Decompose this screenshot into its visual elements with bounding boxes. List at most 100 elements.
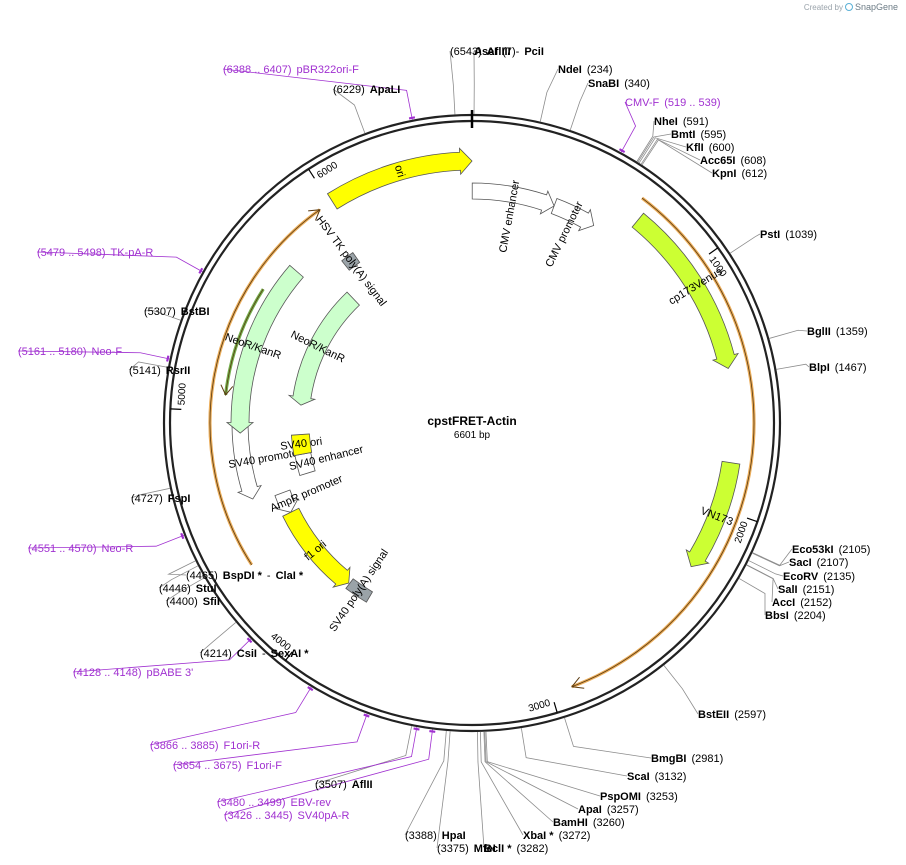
- site-acci[interactable]: AccI(2152): [772, 597, 832, 609]
- site-bglii[interactable]: BglII(1359): [807, 326, 868, 338]
- feature-cmv-enhancer[interactable]: [471, 182, 555, 215]
- site-nhei[interactable]: NheI(591): [654, 116, 709, 128]
- site-scai[interactable]: ScaI(3132): [627, 771, 686, 783]
- site-eco53ki[interactable]: Eco53kI(2105): [792, 544, 870, 556]
- site-fspi-leader: [130, 487, 171, 499]
- site-bspdi-clai-name1: BspDI *: [223, 570, 263, 582]
- credit-brand: SnapGene: [854, 2, 898, 12]
- site-afliii-pcii-leader: [449, 50, 456, 115]
- orf-arrowhead: [308, 209, 321, 221]
- site-apai-name: ApaI: [578, 804, 602, 816]
- site-scai-leader: [520, 727, 628, 777]
- site-ecorv[interactable]: EcoRV(2135): [783, 571, 855, 583]
- feature-cmv-promoter[interactable]: [550, 198, 595, 232]
- primer-sv40pa-r-binding-mark: [429, 729, 436, 733]
- primer-f1ori-f-binding-mark: [363, 713, 370, 718]
- site-acci-leader: [746, 564, 774, 603]
- orf-arrowhead: [570, 676, 585, 689]
- primer-neo-f[interactable]: (5161 .. 5180)Neo-F: [18, 346, 122, 358]
- primer-neo-f-binding-mark: [166, 355, 170, 362]
- site-acc65i[interactable]: Acc65I(608): [700, 155, 766, 167]
- site-bmti[interactable]: BmtI(595): [671, 129, 726, 141]
- site-afliii-pcii[interactable]: (6543)AflIII-PciI: [450, 46, 544, 58]
- primer-sv40pa-r-leader: [223, 729, 433, 816]
- primer-f1ori-r[interactable]: (3866 .. 3885)F1ori-R: [150, 740, 260, 752]
- feature-ampr-promoter[interactable]: [274, 489, 299, 513]
- site-bbsi[interactable]: BbsI(2204): [765, 610, 826, 622]
- site-bstbi-name: BstBI: [181, 306, 210, 318]
- site-sfii[interactable]: (4400)SfiI: [166, 596, 220, 608]
- feature-f1-ori[interactable]: [282, 507, 351, 588]
- site-kpni-leader: [641, 139, 713, 174]
- feature-vn173[interactable]: [685, 460, 741, 568]
- site-fspi[interactable]: (4727)FspI: [131, 493, 190, 505]
- primer-sv40pa-r[interactable]: (3426 .. 3445)SV40pA-R: [224, 810, 350, 822]
- feature-cp173venus[interactable]: [631, 212, 739, 370]
- site-mfei-leader: [436, 731, 451, 849]
- site-bspdi-clai[interactable]: (4465)BspDI *-ClaI *: [186, 570, 304, 582]
- site-blpi[interactable]: BlpI(1467): [809, 362, 867, 374]
- primer-pbabe-3[interactable]: (4128 .. 4148)pBABE 3': [73, 667, 193, 679]
- site-ndei[interactable]: NdeI(234): [558, 64, 613, 76]
- primer-f1ori-f[interactable]: (3654 .. 3675)F1ori-F: [173, 760, 282, 772]
- primer-neo-r[interactable]: (4551 .. 4570)Neo-R: [28, 543, 133, 555]
- feature-neor-kanr[interactable]: [287, 291, 360, 406]
- site-mfei[interactable]: (3375)MfeI: [437, 843, 496, 855]
- site-bamhi-leader: [483, 731, 554, 823]
- tick-mark: [284, 651, 293, 661]
- site-nhei-pos: (591): [683, 116, 709, 128]
- primer-f1ori-f-leader: [172, 713, 368, 766]
- site-asei[interactable]: AseI(7): [474, 46, 516, 58]
- site-hpai[interactable]: (3388)HpaI: [405, 830, 466, 842]
- site-xbai[interactable]: XbaI *(3272): [523, 830, 590, 842]
- site-bsteii[interactable]: BstEII(2597): [698, 709, 766, 721]
- site-rsrii[interactable]: (5141)RsrII: [129, 365, 190, 377]
- primer-tk-pa-r[interactable]: (5479 .. 5498)TK-pA-R: [37, 247, 153, 259]
- site-saci-pos: (2107): [817, 557, 849, 569]
- site-kpni[interactable]: KpnI(612): [712, 168, 767, 180]
- feature-label-sv40-poly-a-signal: SV40 poly(A) signal: [327, 547, 391, 634]
- site-saci[interactable]: SacI(2107): [789, 557, 848, 569]
- site-bmgbi[interactable]: BmgBI(2981): [651, 753, 723, 765]
- primer-cmv-f[interactable]: CMV-F(519 .. 539): [625, 97, 721, 109]
- tick-mark: [170, 408, 182, 410]
- site-aflii-name: AflII: [352, 779, 373, 791]
- site-bamhi[interactable]: BamHI(3260): [553, 817, 625, 829]
- tick-mark: [553, 702, 558, 713]
- site-apai-leader: [484, 731, 579, 810]
- site-snabi[interactable]: SnaBI(340): [588, 78, 650, 90]
- feature-sv40-ori[interactable]: [290, 433, 313, 457]
- site-apali[interactable]: (6229)ApaLI: [333, 84, 400, 96]
- site-csii-sexai[interactable]: (4214)CsiI-SexAI *: [200, 648, 309, 660]
- site-aflii[interactable]: (3507)AflII: [315, 779, 373, 791]
- site-sali[interactable]: SalI(2151): [778, 584, 834, 596]
- site-acc65i-pos: (608): [740, 155, 766, 167]
- primer-pbr322ori-f-leader: [222, 68, 413, 120]
- primer-pbabe-3-leader: [72, 638, 252, 673]
- site-kfli[interactable]: KflI(600): [686, 142, 734, 154]
- site-afliii-pcii-name1: AflIII: [487, 46, 511, 58]
- site-bcli[interactable]: BclI *(3282): [484, 843, 548, 855]
- feature-ori[interactable]: [326, 147, 473, 210]
- site-psti[interactable]: PstI(1039): [760, 229, 817, 241]
- site-pspomi-leader: [485, 731, 601, 797]
- primer-ebv-rev[interactable]: (3480 .. 3499)EBV-rev: [217, 797, 331, 809]
- site-hpai-pos: (3388): [405, 830, 437, 842]
- site-sali-pos: (2151): [803, 584, 835, 596]
- site-xbai-leader: [479, 731, 524, 836]
- site-apai[interactable]: ApaI(3257): [578, 804, 639, 816]
- site-pspomi[interactable]: PspOMI(3253): [600, 791, 678, 803]
- site-bspdi-clai-sep: -: [267, 570, 271, 582]
- site-bstbi[interactable]: (5307)BstBI: [144, 306, 210, 318]
- site-afliii-pcii-sep: -: [516, 46, 520, 58]
- site-snabi-pos: (340): [624, 78, 650, 90]
- site-blpi-pos: (1467): [835, 362, 867, 374]
- feature-hsv-tk-poly-a-signal[interactable]: [341, 251, 361, 271]
- site-csii-sexai-name1: CsiI: [237, 648, 257, 660]
- feature-neor-kanr[interactable]: [225, 264, 304, 434]
- site-sfii-leader: [165, 577, 205, 602]
- primer-pbr322ori-f[interactable]: (6388 .. 6407)pBR322ori-F: [223, 64, 359, 76]
- feature-sv40-poly-a-signal[interactable]: [345, 578, 374, 603]
- site-stui[interactable]: (4446)StuI: [159, 583, 217, 595]
- primer-ebv-rev-binding-mark: [413, 727, 420, 731]
